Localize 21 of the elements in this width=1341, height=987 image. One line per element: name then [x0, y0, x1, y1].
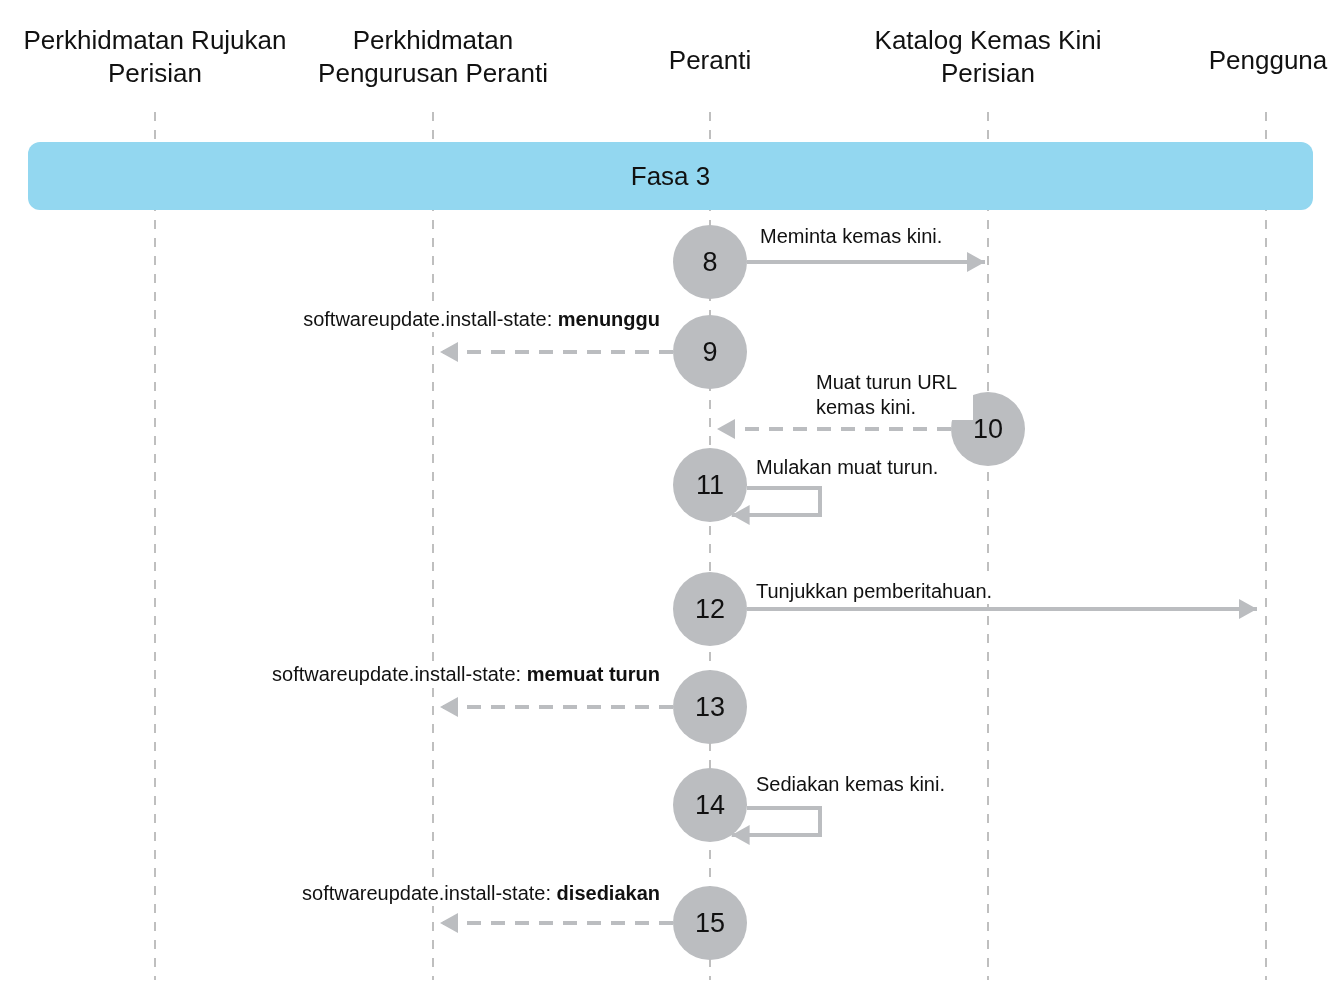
lane-header: Peranti: [600, 40, 820, 80]
step-circle: 12: [673, 572, 747, 646]
arrow: [717, 419, 951, 439]
lane-header: Pengguna: [1195, 40, 1341, 80]
arrow: [747, 599, 1257, 619]
arrow: [440, 913, 673, 933]
step-circle: 8: [673, 225, 747, 299]
phase-band: Fasa 3: [28, 142, 1313, 210]
lane-header: Katalog Kemas Kini Perisian: [838, 22, 1138, 92]
arrow: [747, 252, 985, 272]
arrow: [731, 806, 822, 845]
arrow: [440, 697, 673, 717]
arrow: [731, 486, 822, 525]
lane-header: Perkhidmatan Rujukan Perisian: [5, 22, 305, 92]
step-circle: 15: [673, 886, 747, 960]
step-circle: 11: [673, 448, 747, 522]
step-circle: 14: [673, 768, 747, 842]
arrow: [440, 342, 673, 362]
edge-label: softwareupdate.install-state: menunggu: [301, 307, 662, 332]
step-circle: 9: [673, 315, 747, 389]
step-circle: 13: [673, 670, 747, 744]
